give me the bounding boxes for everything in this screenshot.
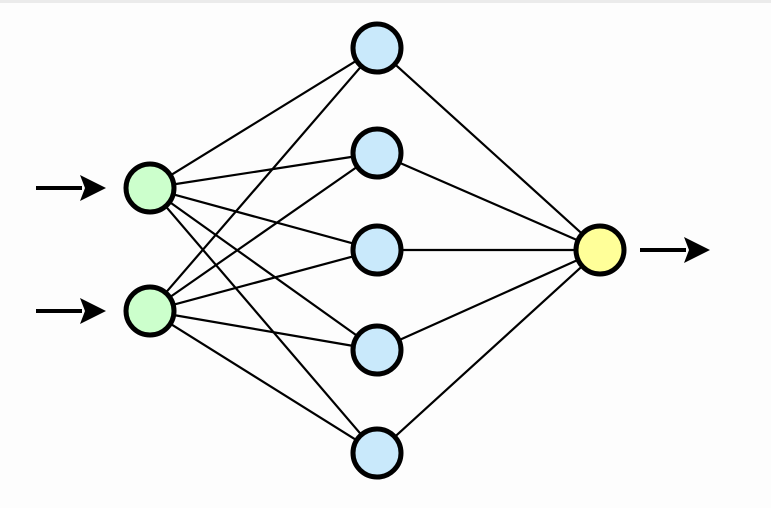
in-arrow-1-head (80, 175, 106, 201)
edge-i2-h1 (163, 64, 364, 295)
edge-i1-h3 (171, 192, 356, 246)
top-edge-band (0, 0, 771, 3)
edge-i2-h5 (168, 322, 359, 442)
node-h1[interactable] (350, 21, 404, 75)
in-arrow-1-icon (36, 175, 106, 201)
edge-h5-o1 (392, 264, 585, 439)
edge-h4-o1 (396, 258, 581, 342)
node-h4[interactable] (350, 323, 404, 377)
node-i2[interactable] (123, 284, 177, 338)
in-arrow-2-icon (36, 298, 106, 324)
node-h5[interactable] (350, 426, 404, 480)
edge-i2-h2 (167, 165, 360, 299)
edge-i2-h3 (171, 254, 356, 307)
edges-group (163, 58, 585, 442)
edge-i2-h4 (171, 313, 356, 348)
node-i1[interactable] (123, 161, 177, 215)
edge-i1-h2 (171, 155, 356, 186)
edge-h1-o1 (392, 62, 585, 236)
in-arrow-2-head (80, 298, 106, 324)
node-h3[interactable] (350, 223, 404, 277)
node-h2[interactable] (350, 126, 404, 180)
out-arrow-1-icon (640, 237, 710, 263)
io-arrows-group (36, 175, 710, 324)
node-o1[interactable] (573, 223, 627, 277)
edge-i1-h1 (168, 58, 359, 178)
out-arrow-1-head (684, 237, 710, 263)
edge-i1-h4 (167, 200, 360, 338)
edge-h2-o1 (396, 161, 581, 242)
nodes-group (123, 21, 627, 480)
edge-i1-h5 (163, 204, 364, 437)
